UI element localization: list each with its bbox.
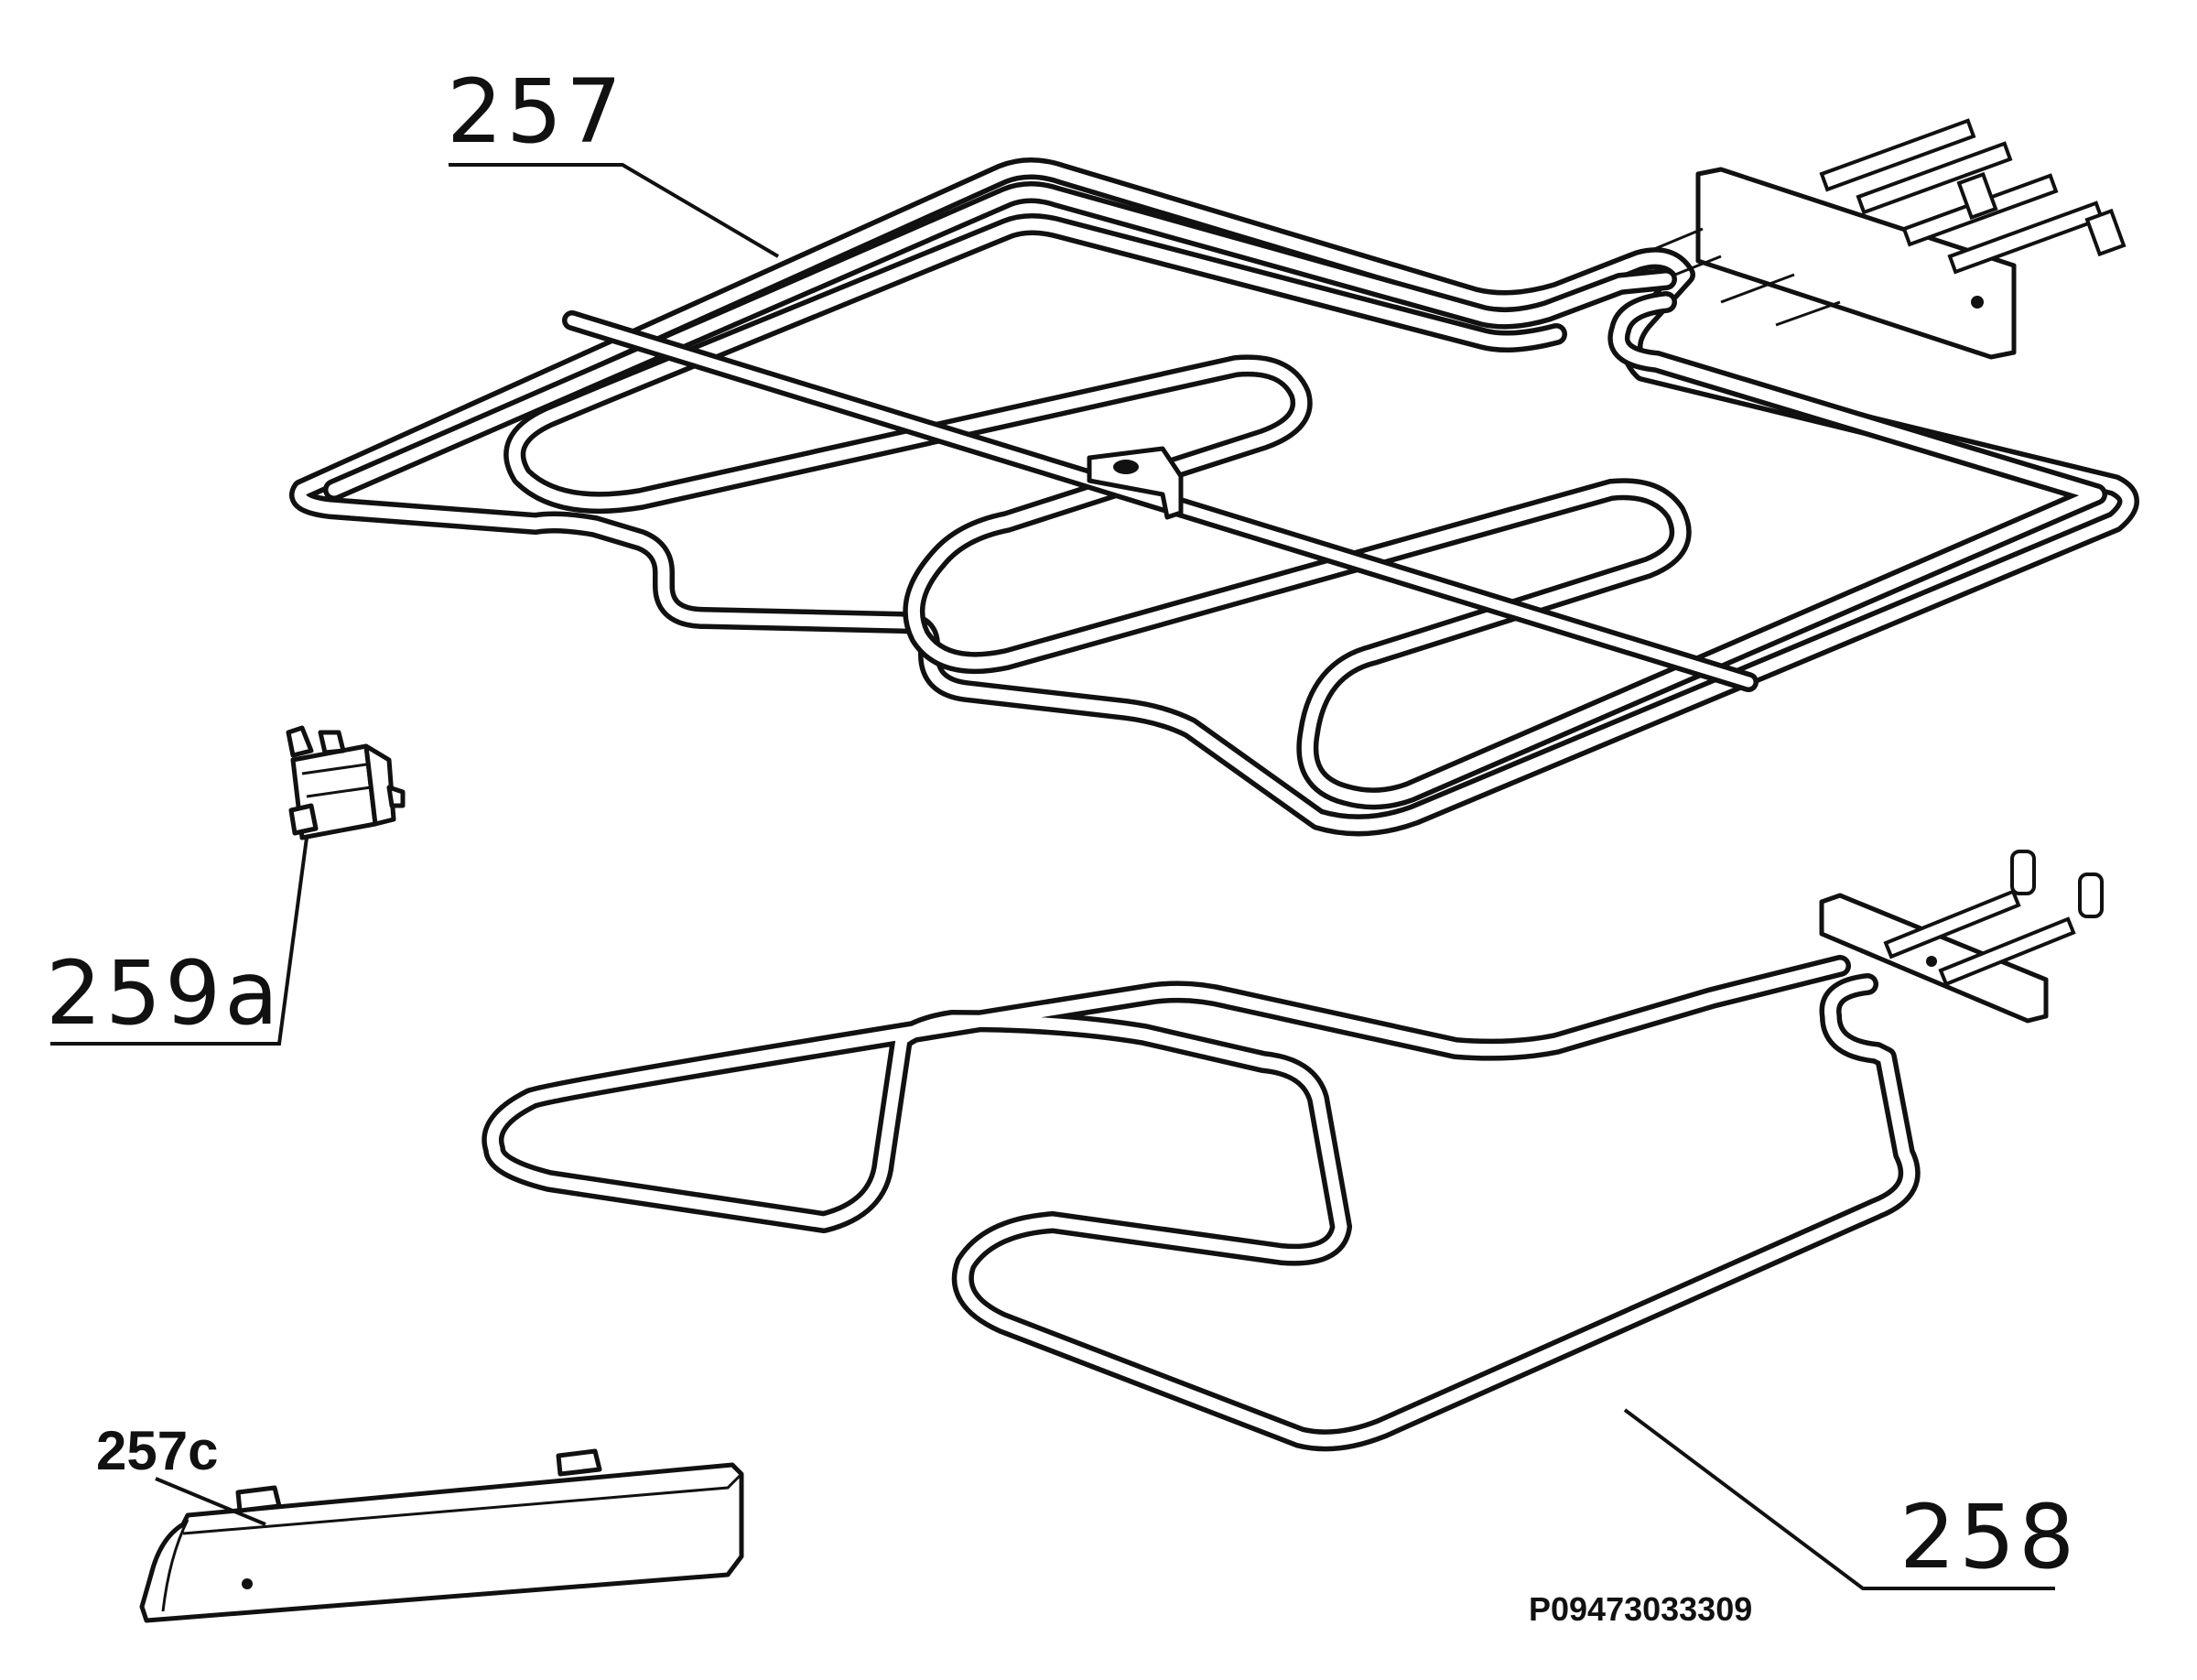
leader-lines [50,163,2055,1590]
label-258: 258 [1899,1486,2078,1588]
leader-257 [449,163,780,258]
reference-code: P09473033309 [1529,1590,1752,1628]
thermostat-259a [286,725,406,840]
label-257: 257 [447,60,625,163]
label-257c: 257c [96,1420,218,1481]
cover-bracket-257c [139,1448,744,1623]
lower-heating-element-258 [492,850,2104,1440]
leader-257c [155,1477,266,1526]
grill-heating-element-257 [300,118,2128,826]
label-259a: 259a [46,942,282,1045]
leader-259a [50,837,308,1046]
leader-258 [1623,1408,2055,1590]
